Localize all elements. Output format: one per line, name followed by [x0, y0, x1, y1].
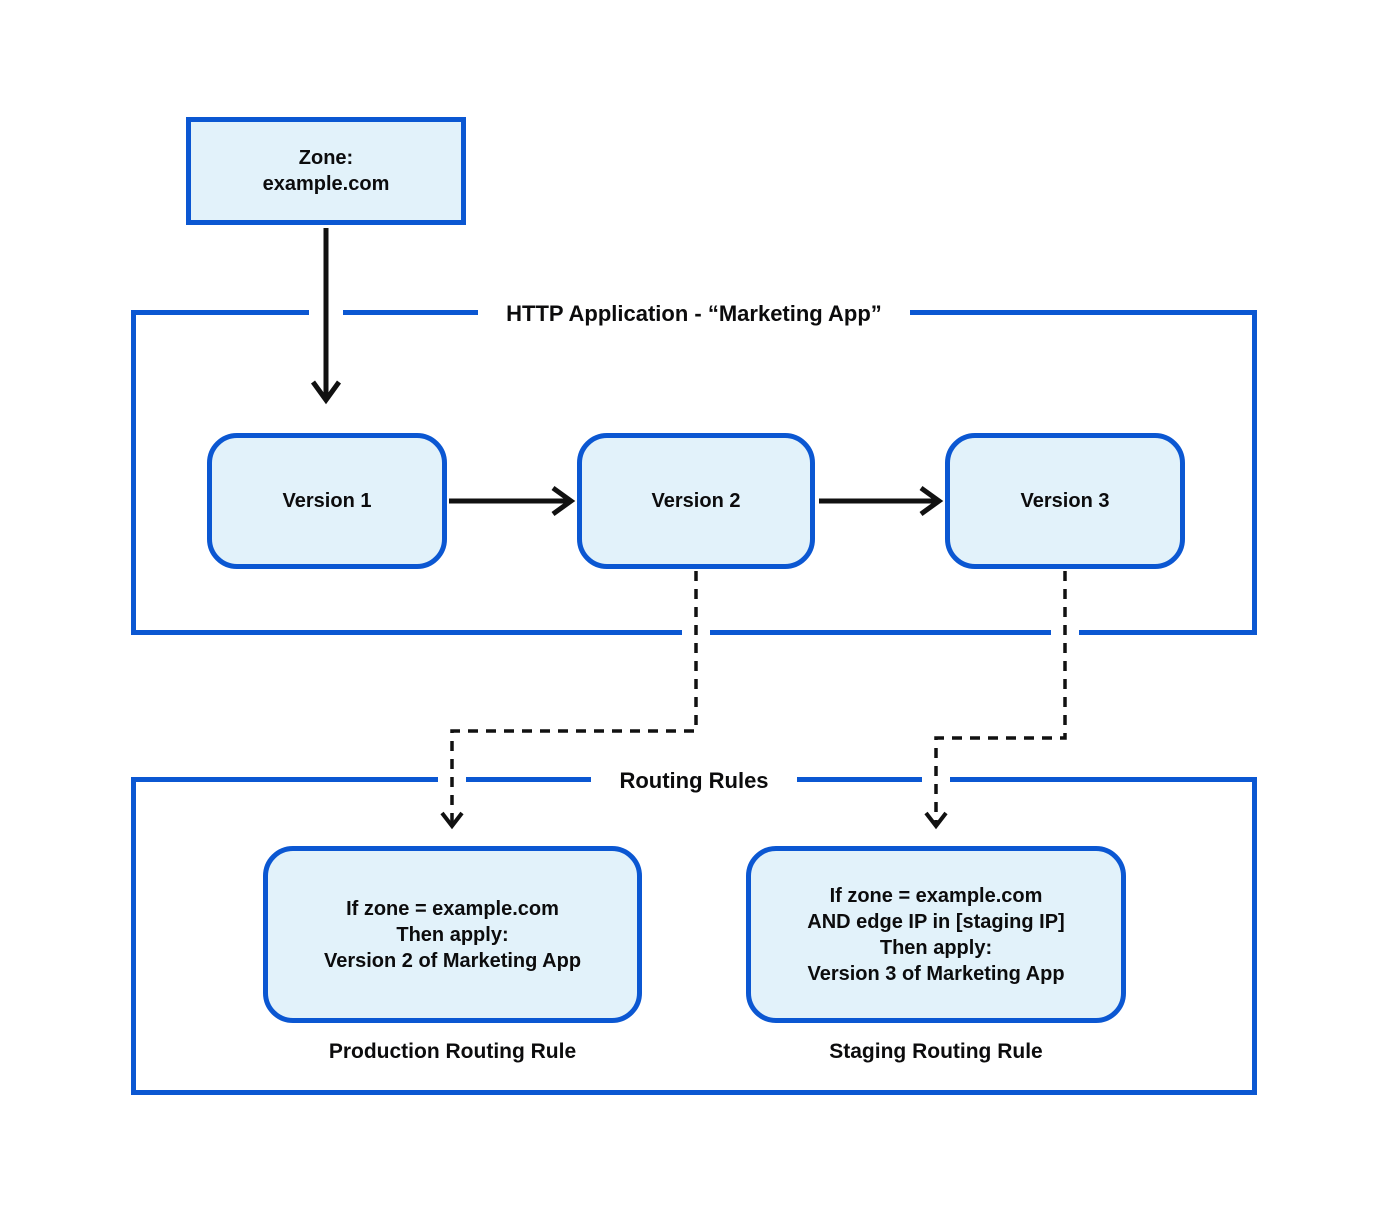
staging-rule-line2: AND edge IP in [staging IP] — [807, 910, 1065, 933]
routing-rules-group-title: Routing Rules — [136, 766, 1252, 796]
production-rule-line2: Then apply: — [396, 923, 509, 946]
staging-rule-line4: Version 3 of Marketing App — [807, 962, 1065, 985]
production-rule-line1: If zone = example.com — [346, 897, 559, 920]
staging-rule-line3: Then apply: — [879, 936, 993, 959]
version-1-label: Version 1 — [282, 490, 372, 512]
staging-rule-line1: If zone = example.com — [829, 884, 1043, 907]
version-1-box: Version 1 — [207, 433, 447, 569]
version-3-box: Version 3 — [945, 433, 1185, 569]
production-rule-box: If zone = example.com Then apply: Versio… — [263, 846, 642, 1023]
zone-box-line2: example.com — [262, 173, 390, 195]
version-2-label: Version 2 — [651, 490, 741, 512]
staging-rule-caption: Staging Routing Rule — [829, 1040, 1043, 1063]
production-rule-line3: Version 2 of Marketing App — [323, 949, 582, 972]
http-application-group-title: HTTP Application - “Marketing App” — [136, 299, 1252, 329]
zone-box: Zone: example.com — [186, 117, 466, 225]
routing-rules-group-title-text: Routing Rules — [591, 766, 797, 796]
zone-box-line1: Zone: — [298, 147, 354, 169]
staging-rule-box: If zone = example.com AND edge IP in [st… — [746, 846, 1126, 1023]
version-2-box: Version 2 — [577, 433, 815, 569]
http-application-group-title-text: HTTP Application - “Marketing App” — [478, 299, 910, 329]
production-rule-caption: Production Routing Rule — [328, 1040, 577, 1063]
version-3-label: Version 3 — [1020, 490, 1110, 512]
